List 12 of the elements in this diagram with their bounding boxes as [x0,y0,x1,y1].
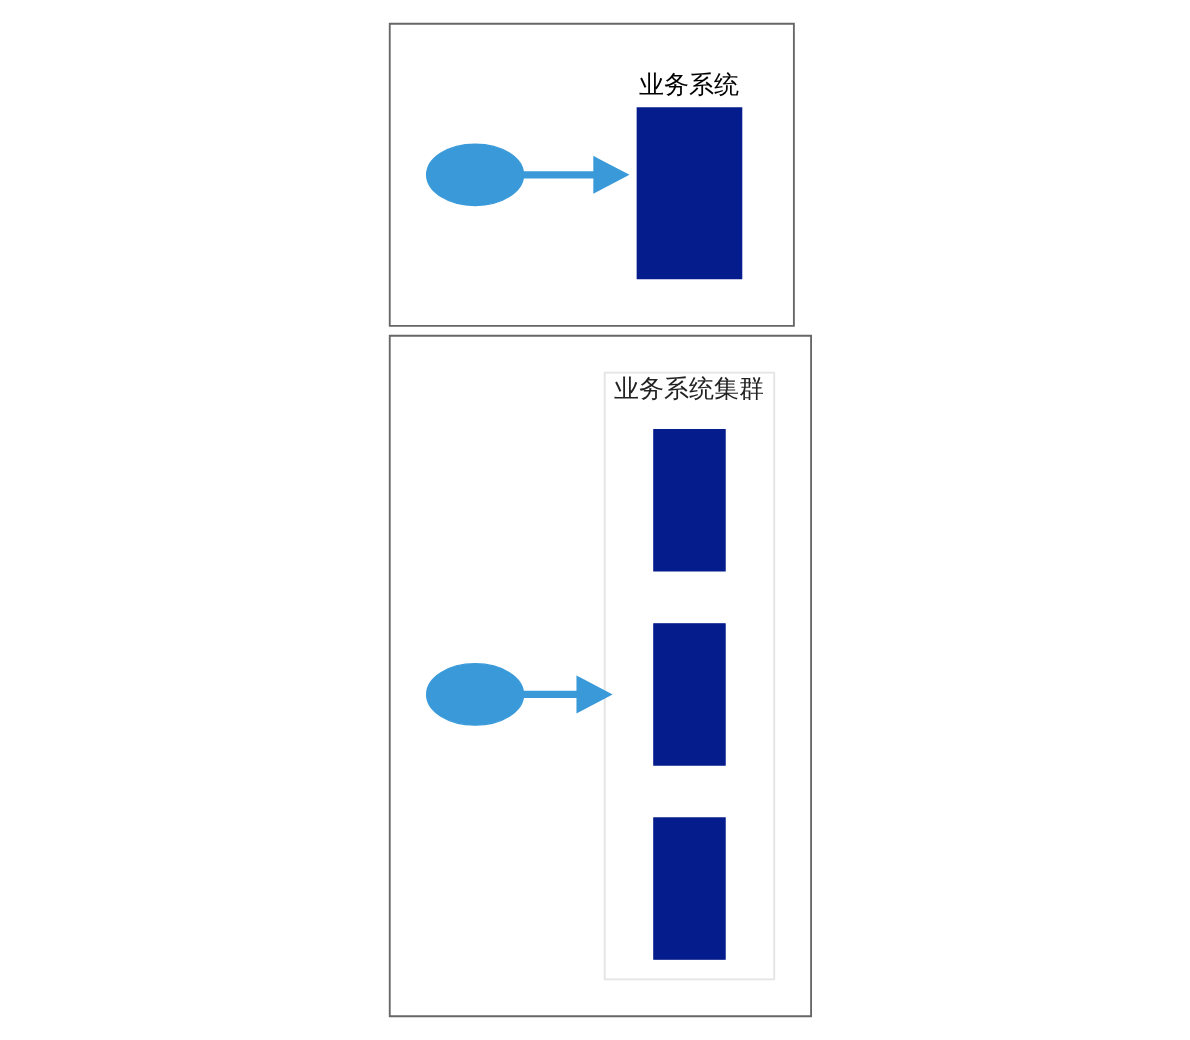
node-box [636,107,742,280]
cluster [388,22,795,327]
cluster [388,334,812,1018]
node-box [652,429,726,572]
arrow [523,675,613,714]
cluster: 业务系统集群 [603,371,775,981]
node-person [425,143,524,207]
node-label: 业务系统 [638,69,739,99]
node-box [652,817,726,960]
node-person [425,663,524,726]
node-box [652,623,726,766]
arrow [523,155,629,194]
